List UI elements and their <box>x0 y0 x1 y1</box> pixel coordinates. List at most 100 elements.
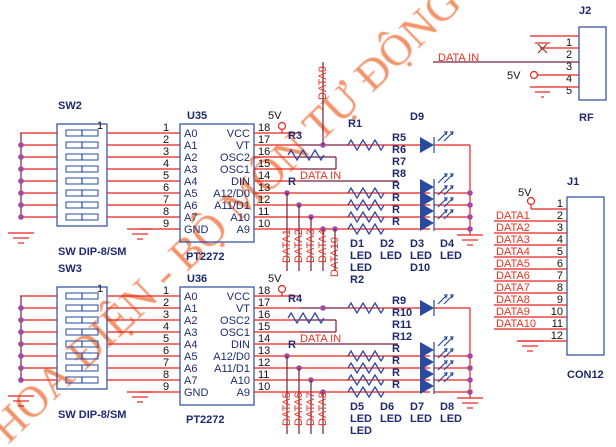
resistor-ref: R3 <box>288 130 302 142</box>
light-arrow-icon <box>444 294 454 299</box>
pin-number: 17 <box>258 134 270 146</box>
pin-number: 14 <box>258 333 270 345</box>
data-net-label: DATA3 <box>305 229 317 263</box>
pin-number: 6 <box>163 345 169 357</box>
resistor-ref: R <box>392 355 400 367</box>
resistor-ref: R2 <box>350 274 364 286</box>
switch-value: SW DIP-8/SM <box>58 409 126 421</box>
led-icon <box>420 191 434 207</box>
vcc-label: 5V <box>518 187 532 199</box>
pin-number: 3 <box>163 309 169 321</box>
led-icon <box>420 300 434 316</box>
data-in-label: DATA IN <box>438 52 479 64</box>
junction-dot <box>467 190 473 196</box>
pin-number: 2 <box>557 210 563 222</box>
data-net-label: DATA1 <box>281 229 293 263</box>
pin1-mark: 1 <box>97 283 103 295</box>
pin-number: 18 <box>258 285 270 297</box>
resistor-ref: R5 <box>392 132 406 144</box>
resistor-symbol <box>347 222 385 236</box>
vcc-label: 5V <box>268 273 282 285</box>
pin-number: 1 <box>163 285 169 297</box>
resistor-ref: R <box>392 216 400 228</box>
junction-dot <box>320 305 326 311</box>
resistor-ref: R <box>288 176 296 188</box>
data-net-label: DATA4 <box>496 246 530 258</box>
pin-number: 4 <box>557 234 563 246</box>
pin-number: 8 <box>557 282 563 294</box>
ic-pin-name: OSC1 <box>220 164 250 176</box>
resistor-ref: R <box>392 204 400 216</box>
led-ref: D5 <box>350 401 364 413</box>
ic-pin-name: VT <box>236 303 250 315</box>
ic-pin-name: A11/D1 <box>214 200 250 212</box>
junction-dot <box>467 202 473 208</box>
ic-pin-name: A5 <box>184 351 197 363</box>
resistor-ref: R <box>392 367 400 379</box>
led-value: LED <box>350 425 372 437</box>
light-arrow-icon <box>444 185 454 190</box>
junction-dot <box>18 154 24 160</box>
pin-number: 4 <box>566 73 572 85</box>
pin-number: 9 <box>163 218 169 230</box>
ic-pin-name: A7 <box>184 212 197 224</box>
connector-body <box>566 196 605 356</box>
light-arrow-icon <box>444 360 454 365</box>
led-ref: D4 <box>440 238 455 250</box>
resistor-ref: R <box>392 379 400 391</box>
led-value: LED <box>440 413 462 425</box>
pin-number: 7 <box>557 270 563 282</box>
light-arrow-icon <box>444 336 454 341</box>
data-net-label: DATA10 <box>496 318 536 330</box>
pin-number: 3 <box>557 222 563 234</box>
ic-pin-name: A10 <box>230 375 250 387</box>
led-ref: D1 <box>350 238 364 250</box>
ic-pin-name: GND <box>184 224 209 236</box>
pin-number: 8 <box>163 369 169 381</box>
junction-dot <box>18 305 24 311</box>
ic-pin-name: A2 <box>184 152 197 164</box>
ic-pin-name: VCC <box>227 291 250 303</box>
light-arrow-icon <box>437 373 453 383</box>
pin-number: 17 <box>258 297 270 309</box>
led-icon <box>420 137 434 153</box>
junction-dot <box>467 226 473 232</box>
resistor-symbol <box>347 210 385 224</box>
data-net-label: DATA7 <box>496 282 530 294</box>
ic-ref: U35 <box>187 110 207 122</box>
data-net-label: DATA4 <box>317 229 329 263</box>
junction-dot <box>18 353 24 359</box>
resistor-ref: R6 <box>392 144 406 156</box>
led-icon <box>420 378 434 394</box>
resistor-symbol <box>347 301 385 315</box>
ic-body <box>179 123 255 243</box>
light-arrow-icon <box>437 210 453 220</box>
resistor-ref: R12 <box>392 331 412 343</box>
pin-number: 4 <box>163 321 169 333</box>
switch-ref: SW2 <box>58 100 82 112</box>
junction-dot <box>18 178 24 184</box>
ic-pin-name: A2 <box>184 315 197 327</box>
junction-dot <box>467 214 473 220</box>
data-net-label: DATA5 <box>496 258 530 270</box>
resistor-symbol <box>347 361 385 375</box>
light-arrow-icon <box>437 132 453 142</box>
ic-pin-name: A3 <box>184 327 197 339</box>
switch-value: SW DIP-8/SM <box>58 246 126 258</box>
pin-number: 5 <box>566 85 572 97</box>
resistor-ref: R1 <box>348 118 362 130</box>
resistor-ref: R <box>392 192 400 204</box>
led-ref: D10 <box>410 262 430 274</box>
led-value: LED <box>410 413 432 425</box>
ic-pin-name: A10 <box>230 212 250 224</box>
ic-pin-name: DIN <box>231 339 250 351</box>
data-net-label: DATA6 <box>293 392 305 426</box>
no-connect-icon <box>537 43 548 54</box>
resistor-ref: R10 <box>392 307 412 319</box>
led-icon <box>420 203 434 219</box>
pin-number: 18 <box>258 122 270 134</box>
pin-number: 2 <box>163 134 169 146</box>
led-value: LED <box>380 413 402 425</box>
ic-pin-name: A5 <box>184 188 197 200</box>
